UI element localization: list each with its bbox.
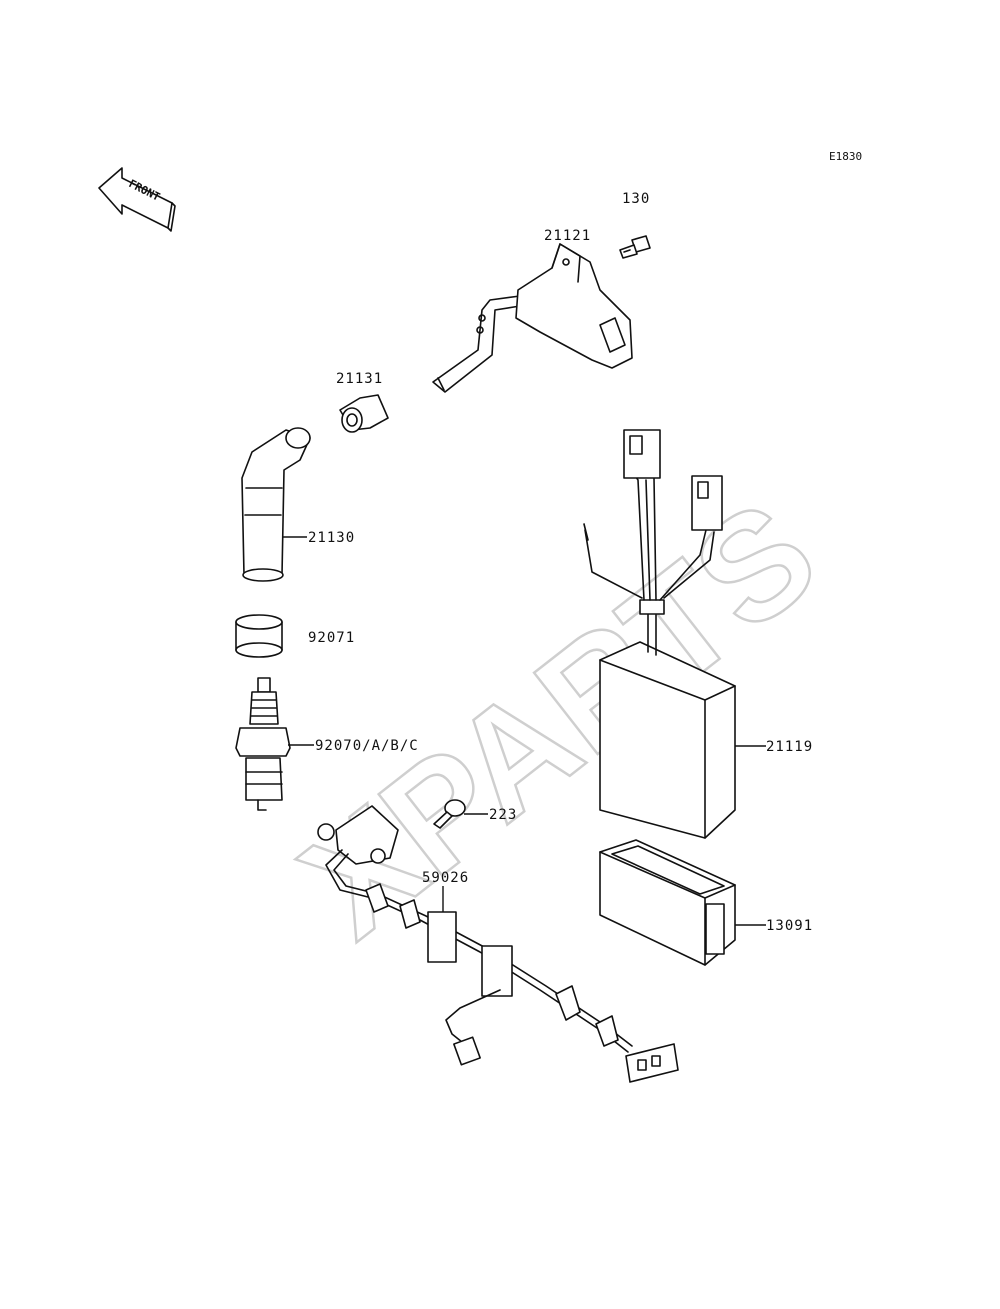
label-13091: 13091 — [766, 918, 813, 934]
svg-text:XPARTS: XPARTS — [272, 468, 846, 968]
label-92070: 92070/A/B/C — [315, 738, 419, 754]
cdi-unit-21119-icon — [583, 429, 736, 839]
label-223: 223 — [489, 807, 517, 823]
front-arrow-icon: FRONT — [98, 167, 176, 232]
label-21130: 21130 — [308, 530, 355, 546]
pickup-coil-harness-icon — [317, 805, 679, 1083]
label-21121: 21121 — [544, 228, 591, 244]
diagram-code: E1830 — [829, 150, 862, 163]
label-92071: 92071 — [308, 630, 355, 646]
plug-cap-21130-icon — [241, 427, 311, 582]
bolt-130-icon — [619, 235, 651, 259]
ignition-coil-21121-icon — [432, 243, 633, 393]
watermark: XPARTS — [270, 467, 847, 970]
cap-92071-icon — [235, 614, 283, 658]
case-13091-icon — [599, 839, 736, 966]
label-21131: 21131 — [336, 371, 383, 387]
label-130: 130 — [622, 191, 650, 207]
label-59026: 59026 — [422, 870, 469, 886]
bolt-223-icon — [433, 799, 466, 829]
spark-plug-92070-icon — [235, 677, 291, 811]
cap-21131-icon — [339, 394, 389, 433]
label-21119: 21119 — [766, 739, 813, 755]
